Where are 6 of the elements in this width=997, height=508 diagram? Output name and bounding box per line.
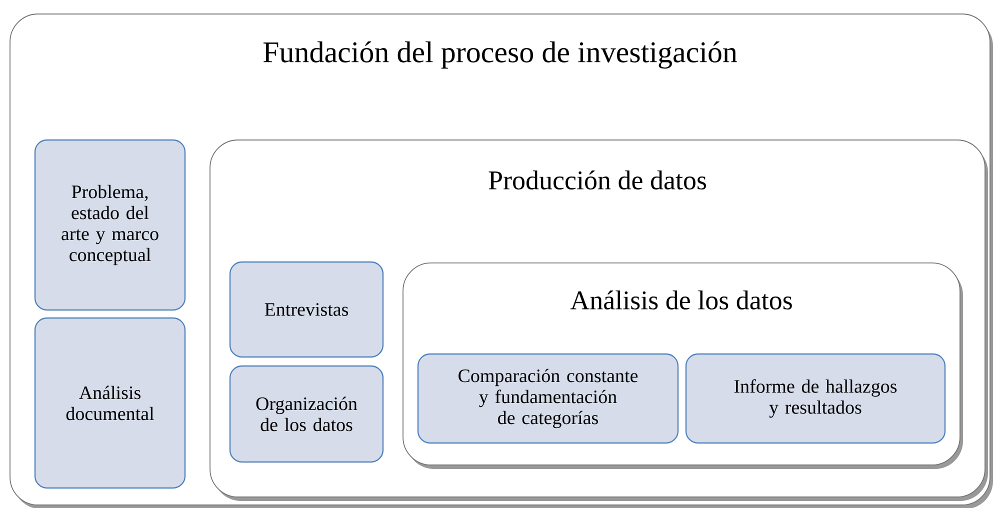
process-box: Informe de hallazgos y resultados (685, 353, 946, 444)
process-box: Organización de los datos (229, 365, 384, 463)
process-box: Comparación constante y fundamentación de categorías (417, 353, 679, 444)
process-box: Entrevistas (229, 261, 384, 358)
process-box: Problema, estado del arte y marco conceptual (34, 139, 186, 311)
process-box: Análisis documental (34, 317, 186, 489)
